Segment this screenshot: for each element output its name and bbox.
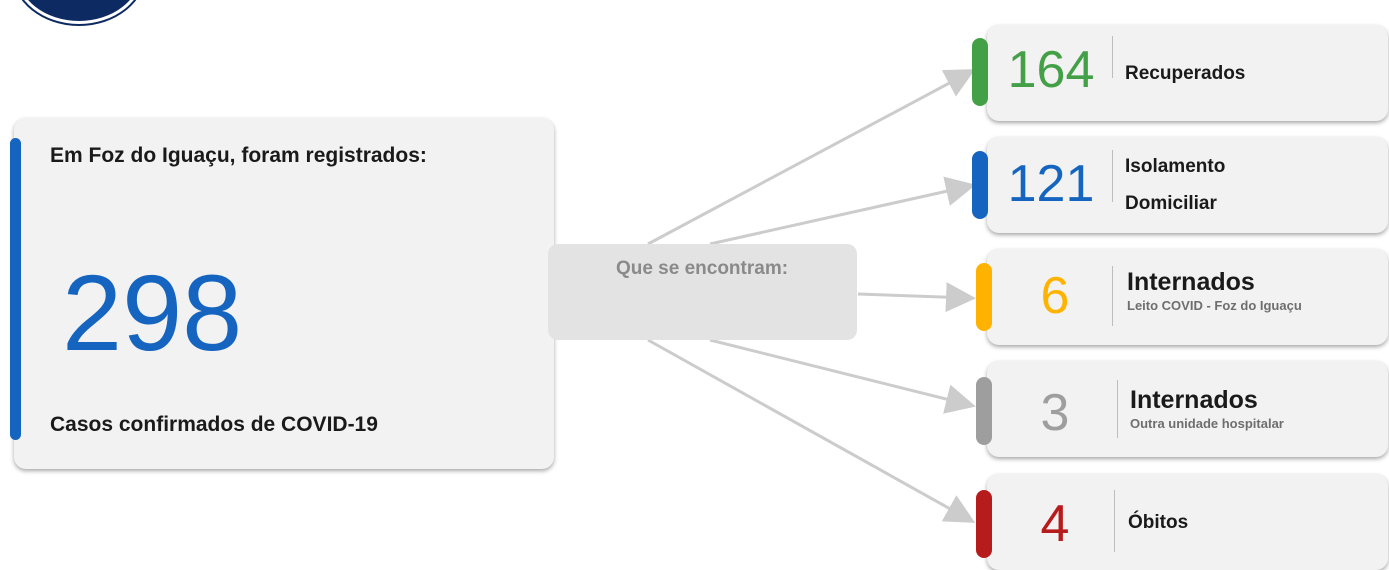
stat-card-internados-covid <box>987 249 1388 345</box>
stat-accent-isolamento <box>972 151 988 219</box>
stat-label-obitos: Óbitos <box>1128 512 1189 533</box>
arrow-to-obitos <box>647 338 976 523</box>
stat-label-domiciliar: Domiciliar <box>1125 193 1217 214</box>
stat-sublabel-internados-outra: Outra unidade hospitalar <box>1130 416 1284 431</box>
stat-card-obitos <box>987 474 1388 570</box>
arrow-to-internados-covid <box>857 282 976 313</box>
stat-label-isolamento: Isolamento <box>1125 156 1226 177</box>
arrow-to-internados-outra <box>709 338 976 414</box>
total-cases-card <box>14 118 554 469</box>
stat-sublabel-internados-covid: Leito COVID - Foz do Iguaçu <box>1127 298 1302 313</box>
stat-card-recuperados <box>987 25 1388 121</box>
stat-label-internados-covid: Internados <box>1127 268 1255 296</box>
stat-divider-internados-covid <box>1112 266 1113 326</box>
total-cases-caption: Casos confirmados de COVID-19 <box>50 413 378 436</box>
stat-accent-recuperados <box>972 38 988 106</box>
stat-label-recuperados: Recuperados <box>1125 63 1246 84</box>
stat-divider-obitos <box>1114 490 1115 552</box>
stat-accent-obitos <box>976 490 992 558</box>
stat-value-internados-outra: 3 <box>1040 384 1070 442</box>
stat-value-obitos: 4 <box>1040 495 1070 553</box>
stat-value-recuperados: 164 <box>1007 41 1095 99</box>
stat-value-isolamento: 121 <box>1007 155 1095 213</box>
total-cases-title: Em Foz do Iguaçu, foram registrados: <box>50 144 427 167</box>
stat-label-internados-outra: Internados <box>1130 386 1258 414</box>
stat-divider-recuperados <box>1112 36 1113 78</box>
stat-accent-internados-outra <box>976 377 992 445</box>
stat-divider-internados-outra <box>1117 380 1118 438</box>
arrow-to-recuperados <box>647 69 976 246</box>
breakdown-label: Que se encontram: <box>615 258 789 279</box>
stat-accent-internados-covid <box>976 263 992 331</box>
stat-card-isolamento <box>987 137 1388 233</box>
stat-divider-isolamento <box>1112 150 1113 202</box>
stat-card-internados-outra <box>987 361 1388 457</box>
total-cases-value: 298 <box>62 252 243 373</box>
stat-value-internados-covid: 6 <box>1040 267 1070 325</box>
arrow-to-isolamento <box>709 176 976 246</box>
breakdown-box <box>548 244 857 340</box>
total-cases-accent-bar <box>10 138 21 440</box>
